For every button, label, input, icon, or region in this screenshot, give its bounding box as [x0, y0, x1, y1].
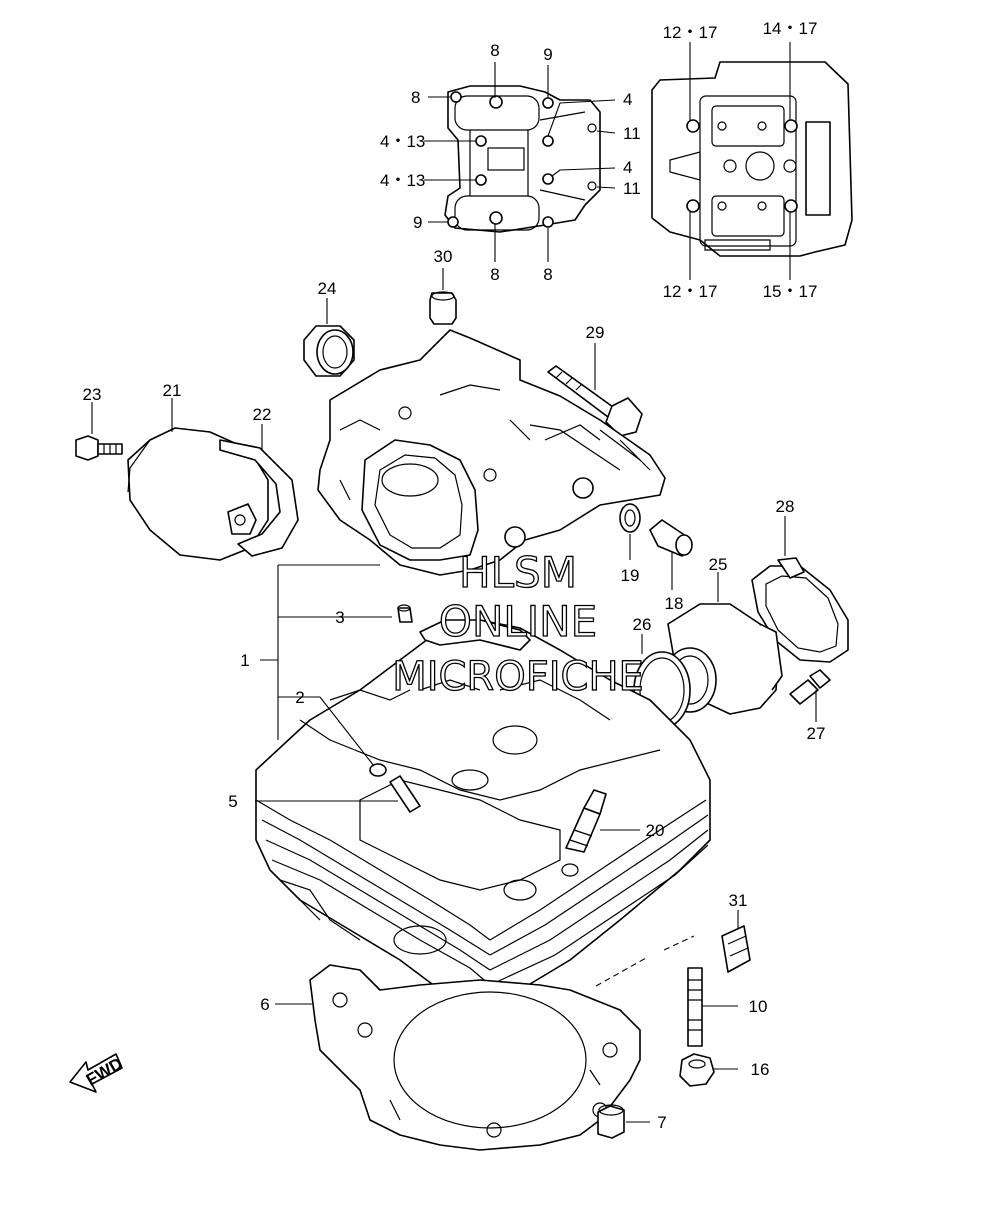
label-top-8b: 8	[411, 88, 420, 107]
part-5-guide	[255, 775, 421, 813]
label-30: 30	[434, 247, 453, 266]
label-20: 20	[646, 821, 665, 840]
callout-labels: 8 9 8 4 4・13 11 4 4・13 11 9 8 8 12・17 14…	[83, 19, 826, 1132]
label-31: 31	[729, 891, 748, 910]
label-23: 23	[83, 385, 102, 404]
part-22-gasket	[219, 424, 299, 557]
label-top-8c: 8	[490, 265, 499, 284]
part-1-bracket	[260, 564, 380, 740]
watermark: HLSM ONLINE MICROFICHE	[392, 547, 645, 700]
part-16-nut	[679, 1053, 738, 1087]
label-top-4a: 4	[623, 90, 632, 109]
part-29-bolt	[547, 343, 643, 437]
label-top-4-13b: 4・13	[380, 171, 425, 190]
label-22: 22	[253, 405, 272, 424]
part-23-bolt	[75, 402, 123, 461]
label-28: 28	[776, 497, 795, 516]
label-7: 7	[657, 1113, 666, 1132]
part-31-damper	[721, 910, 751, 973]
label-2: 2	[295, 688, 304, 707]
label-top-4-13a: 4・13	[380, 132, 425, 151]
part-6-head-gasket	[275, 964, 641, 1151]
label-14-17: 14・17	[763, 19, 818, 38]
part-27-bolt	[789, 669, 831, 722]
fwd-label: FWD	[83, 1054, 126, 1090]
label-10: 10	[749, 997, 768, 1016]
part-21-tappet-cover	[127, 398, 269, 561]
watermark-line1: HLSM	[459, 548, 577, 597]
part-20-spark-plug	[565, 789, 640, 853]
label-27: 27	[807, 724, 826, 743]
part-10-stud	[687, 967, 738, 1047]
label-26: 26	[633, 615, 652, 634]
part-2-clip	[319, 696, 387, 777]
label-1: 1	[240, 651, 249, 670]
label-top-11a: 11	[623, 124, 641, 143]
label-19: 19	[621, 566, 640, 585]
watermark-line2: ONLINE	[439, 597, 597, 646]
label-29: 29	[586, 323, 605, 342]
part-30-cap-nut	[429, 268, 457, 325]
misc-leader-lines	[595, 935, 695, 987]
part-3-dowel-pin	[354, 604, 413, 623]
label-top-11b: 11	[623, 179, 641, 198]
head-top-view-leader-lines	[689, 42, 791, 280]
fwd-arrow-icon: FWD	[69, 1053, 126, 1093]
label-16: 16	[751, 1060, 770, 1079]
label-top-8d: 8	[543, 265, 552, 284]
label-6: 6	[260, 995, 269, 1014]
label-top-8a: 8	[490, 41, 499, 60]
camshaft-holder-tightening-sketch	[444, 85, 601, 233]
part-19-washer	[619, 503, 641, 560]
label-top-4b: 4	[623, 158, 632, 177]
label-18: 18	[665, 594, 684, 613]
label-15-17: 15・17	[763, 282, 818, 301]
label-12-17b: 12・17	[663, 282, 718, 301]
label-top-9a: 9	[543, 45, 552, 64]
label-21: 21	[163, 381, 182, 400]
label-5: 5	[228, 792, 237, 811]
top-sketch-leader-lines	[424, 62, 616, 262]
part-24-seal	[303, 298, 355, 377]
cylinder-head-top-view	[651, 61, 853, 257]
cylinder-head	[255, 619, 711, 1021]
label-25: 25	[709, 555, 728, 574]
watermark-line3: MICROFICHE	[392, 654, 644, 700]
part-7-dowel	[597, 1104, 650, 1139]
label-24: 24	[318, 279, 337, 298]
label-top-9b: 9	[413, 213, 422, 232]
rocker-cover	[317, 329, 666, 576]
label-12-17a: 12・17	[663, 23, 718, 42]
label-3: 3	[335, 608, 344, 627]
part-18-bolt	[649, 519, 693, 590]
